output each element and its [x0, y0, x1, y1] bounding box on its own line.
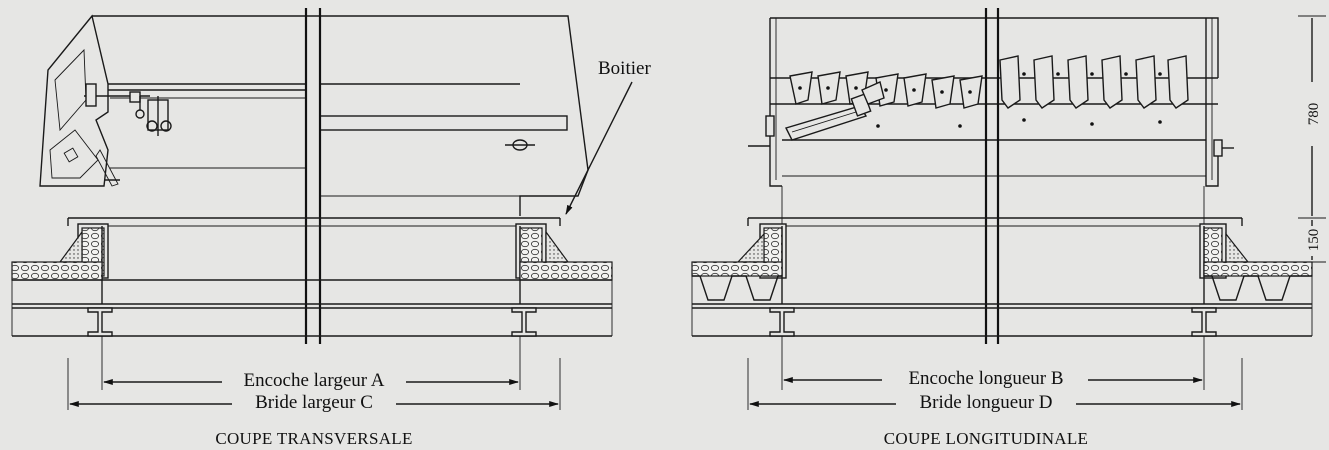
- flap-bar: [319, 115, 568, 131]
- beam-right: [511, 307, 537, 337]
- roof-insulation-right-long: [1203, 261, 1313, 277]
- actuator-assembly: [84, 83, 172, 136]
- beam-right-long: [1191, 307, 1217, 337]
- caption-coupe-transversale: COUPE TRANSVERSALE: [215, 429, 412, 448]
- longitudinal-section: Encoche longueur B Bride longueur D COUP…: [691, 8, 1326, 448]
- label-encoche-largeur-a: Encoche largeur A: [243, 370, 384, 391]
- label-bride-largeur-c: Bride largeur C: [255, 392, 373, 413]
- open-hood: [39, 14, 109, 187]
- roof-insulation-left: [11, 261, 103, 281]
- latch-icon: [505, 139, 535, 151]
- dim-780: 780: [1306, 103, 1322, 126]
- boitier-leader: [565, 81, 633, 215]
- corrugated-deck-left: [692, 275, 782, 301]
- transverse-section: Boitier Encoche largeur A Bride largeur …: [11, 8, 651, 448]
- longitudinal-housing: [769, 17, 1219, 187]
- label-encoche-longueur-b: Encoche longueur B: [908, 368, 1063, 389]
- caption-coupe-longitudinale: COUPE LONGITUDINALE: [884, 429, 1088, 448]
- roof-insulation-left-long: [691, 261, 783, 277]
- label-boitier: Boitier: [598, 58, 651, 79]
- height-dimensions: 780 150: [1298, 15, 1326, 263]
- dim-150: 150: [1306, 229, 1322, 252]
- label-bride-longueur-d: Bride longueur D: [920, 392, 1053, 413]
- pivot-points: [798, 72, 1162, 128]
- beam-left-long: [769, 307, 795, 337]
- louvre-blades: [789, 55, 1189, 109]
- actuator-arm: [748, 81, 1234, 157]
- beam-left: [87, 307, 113, 337]
- roof-insulation-right: [519, 261, 613, 281]
- corrugated-deck-right: [1204, 275, 1312, 301]
